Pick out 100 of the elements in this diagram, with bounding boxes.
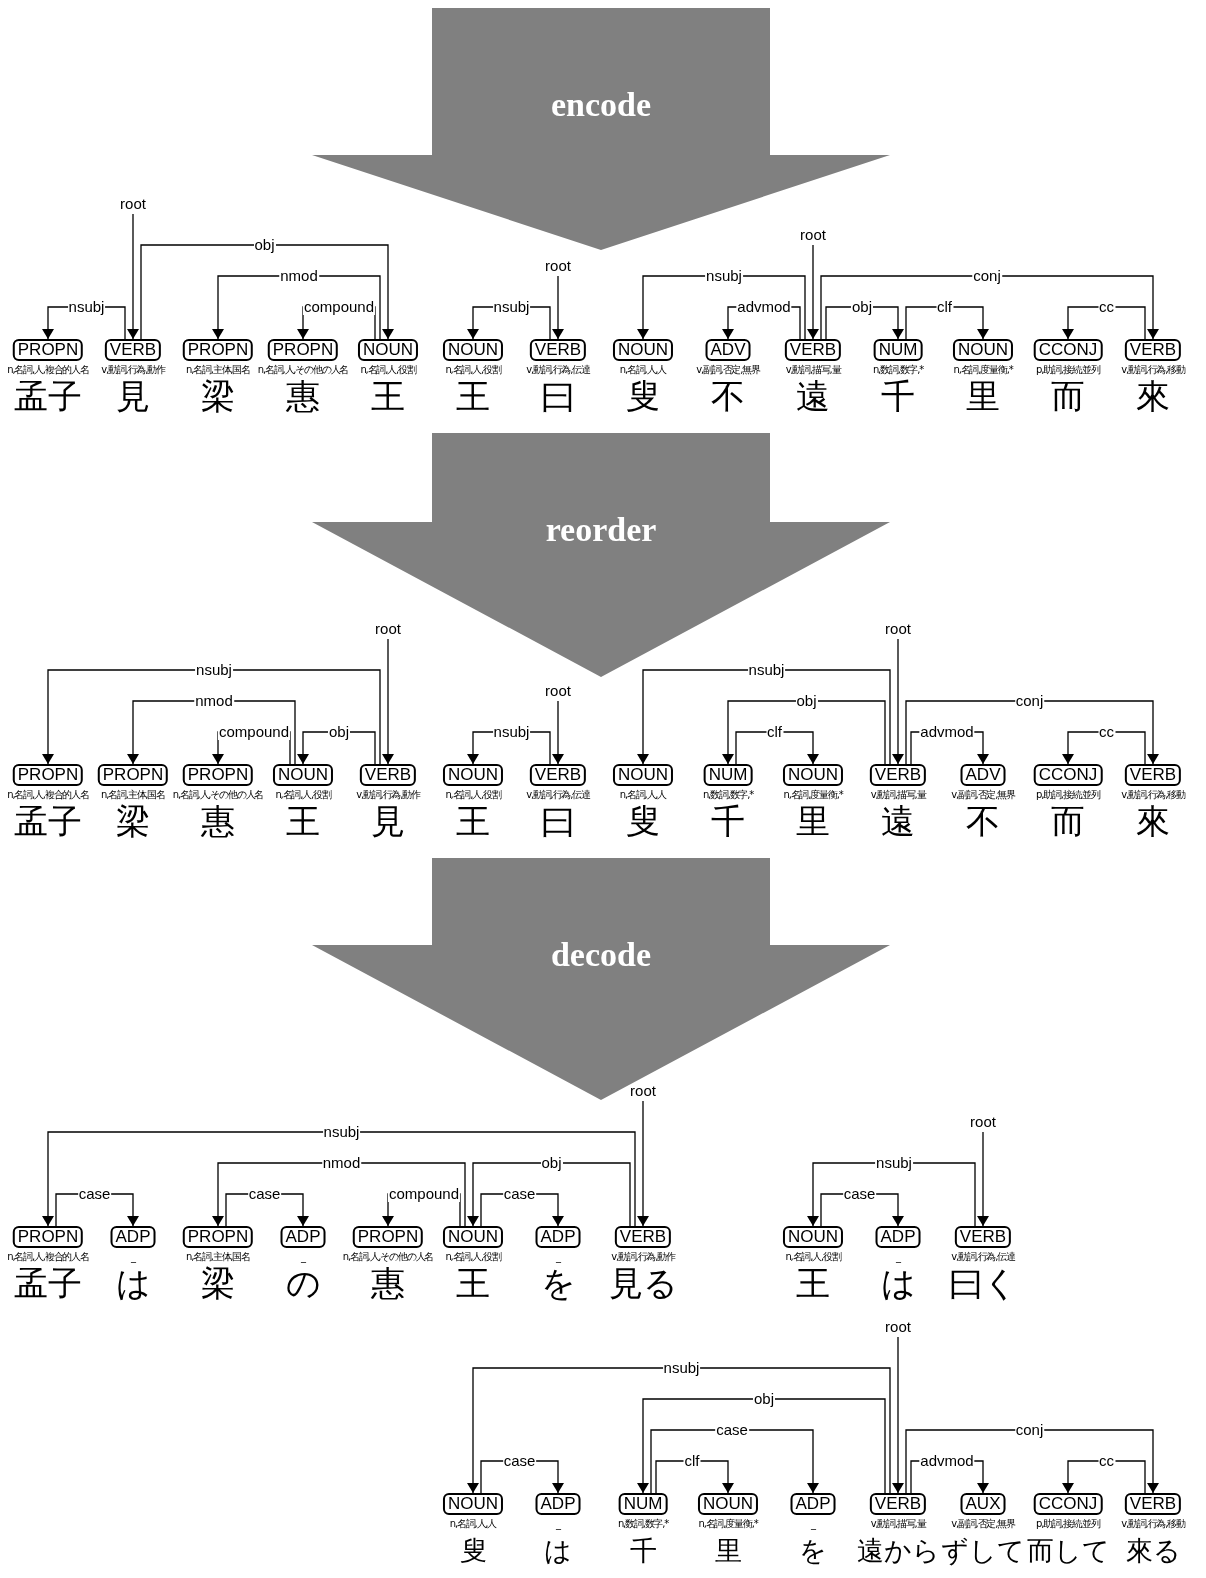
relation-label: advmod (919, 724, 975, 740)
morph-features: n,名詞,主体,国名 (186, 1250, 250, 1262)
token-word: 曰く (948, 1265, 1018, 1303)
morph-features: p,助詞,接続,並列 (1036, 788, 1100, 800)
pos-tag: NOUN (357, 339, 419, 361)
pos-tag: PROPN (12, 764, 84, 786)
pos-tag: VERB (614, 1226, 672, 1248)
pos-tag: ADP (535, 1493, 581, 1515)
token-word: 千 (711, 803, 745, 841)
relation-label: root (884, 1319, 912, 1335)
pos-tag: VERB (529, 339, 587, 361)
pos-tag: CCONJ (1033, 339, 1103, 361)
relation-label: root (799, 227, 827, 243)
token-word: 孟子 (14, 803, 82, 841)
pos-tag: NOUN (697, 1493, 759, 1515)
relation-label: obj (253, 237, 276, 253)
morph-features: v,動詞,行為,移動 (1121, 363, 1185, 375)
morph-features: n,数詞,数字,* (702, 788, 754, 800)
morph-features: n,名詞,人,役割 (445, 1250, 501, 1262)
relation-label: clf (683, 1453, 701, 1469)
morph-features: n,名詞,人,役割 (360, 363, 416, 375)
token-word: 來る (1125, 1536, 1181, 1566)
relation-label: advmod (736, 299, 792, 315)
pos-tag: PROPN (182, 1226, 254, 1248)
token-word: 梁 (116, 803, 150, 841)
morph-features: n,数詞,数字,* (617, 1517, 669, 1529)
morph-features: n,名詞,度量衡,* (783, 788, 843, 800)
morph-features: _ (556, 1517, 560, 1529)
relation-label: obj (328, 724, 350, 740)
morph-features: _ (131, 1250, 135, 1262)
token-word: 遠 (881, 803, 915, 841)
morph-features: v,動詞,行為,移動 (1121, 788, 1185, 800)
relation-label: nsubj (705, 268, 743, 284)
morph-features: n,名詞,人,役割 (445, 788, 501, 800)
pos-tag: NUM (873, 339, 923, 361)
root-arrow (552, 700, 564, 765)
pos-tag: VERB (1124, 764, 1182, 786)
pos-tag: VERB (529, 764, 587, 786)
token-word: 曰 (541, 803, 575, 841)
token-word: 而 (1051, 378, 1085, 416)
pos-tag: AUX (960, 1493, 1006, 1515)
token-word: 惠 (201, 803, 235, 841)
morph-features: n,名詞,度量衡,* (953, 363, 1013, 375)
morph-features: n,名詞,度量衡,* (698, 1517, 758, 1529)
morph-features: n,名詞,人,役割 (785, 1250, 841, 1262)
root-arrow (382, 638, 394, 765)
pos-tag: PROPN (97, 764, 169, 786)
relation-label: compound (387, 1186, 461, 1202)
morph-features: v,動詞,行為,伝達 (526, 363, 590, 375)
morph-features: n,名詞,人,役割 (445, 363, 501, 375)
dependency-arc (1062, 731, 1146, 765)
pos-tag: CCONJ (1033, 764, 1103, 786)
token-word: を (799, 1536, 827, 1566)
morph-features: v,動詞,行為,動作 (356, 788, 420, 800)
morph-features: v,副詞,否定,無界 (951, 788, 1015, 800)
pos-tag: VERB (104, 339, 162, 361)
token-word: 里 (714, 1536, 742, 1566)
token-word: 遠から (856, 1536, 940, 1566)
pos-tag: VERB (869, 764, 927, 786)
relation-label: nmod (194, 693, 234, 709)
token-word: 叟 (459, 1536, 487, 1566)
morph-features: v,副詞,否定,無界 (696, 363, 760, 375)
relation-label: root (884, 621, 912, 637)
token-word: 王 (456, 803, 490, 841)
relation-label: obj (540, 1155, 563, 1171)
relation-label: nsubj (195, 662, 233, 678)
dependency-arc (650, 1429, 819, 1494)
token-word: 里 (796, 803, 830, 841)
pos-tag: NOUN (272, 764, 334, 786)
token-word: 惠 (286, 378, 320, 416)
pos-tag: PROPN (352, 1226, 424, 1248)
token-word: 里 (966, 378, 1000, 416)
relation-label: obj (851, 299, 873, 315)
token-word: 王 (456, 1265, 490, 1303)
morph-features: _ (556, 1250, 560, 1262)
morph-features: _ (811, 1517, 815, 1529)
process-arrow (312, 8, 890, 250)
root-arrow (127, 213, 139, 340)
token-word: 梁 (201, 1265, 235, 1303)
pos-tag: NOUN (612, 339, 674, 361)
morph-features: n,数詞,数字,* (872, 363, 924, 375)
relation-label: nsubj (67, 299, 106, 315)
relation-label: conj (1014, 693, 1045, 709)
stage-label: reorder (545, 511, 657, 549)
dependency-arc (637, 1398, 886, 1494)
root-arrow (637, 1100, 649, 1227)
stage-label: decode (550, 936, 652, 974)
morph-features: n,名詞,人,複合的人名 (7, 363, 89, 375)
token-word: 梁 (201, 378, 235, 416)
morph-features: n,名詞,主体,国名 (101, 788, 165, 800)
relation-label: nsubj (875, 1155, 913, 1171)
relation-label: nmod (321, 1155, 362, 1171)
token-word: は (880, 1265, 916, 1303)
pos-tag: NOUN (442, 1493, 504, 1515)
token-word: 來 (1136, 803, 1170, 841)
morph-features: n,名詞,人,複合的人名 (7, 788, 89, 800)
token-word: 王 (286, 803, 320, 841)
pos-tag: VERB (1124, 339, 1182, 361)
dependency-arc (140, 244, 394, 340)
token-word: 遠 (796, 378, 830, 416)
